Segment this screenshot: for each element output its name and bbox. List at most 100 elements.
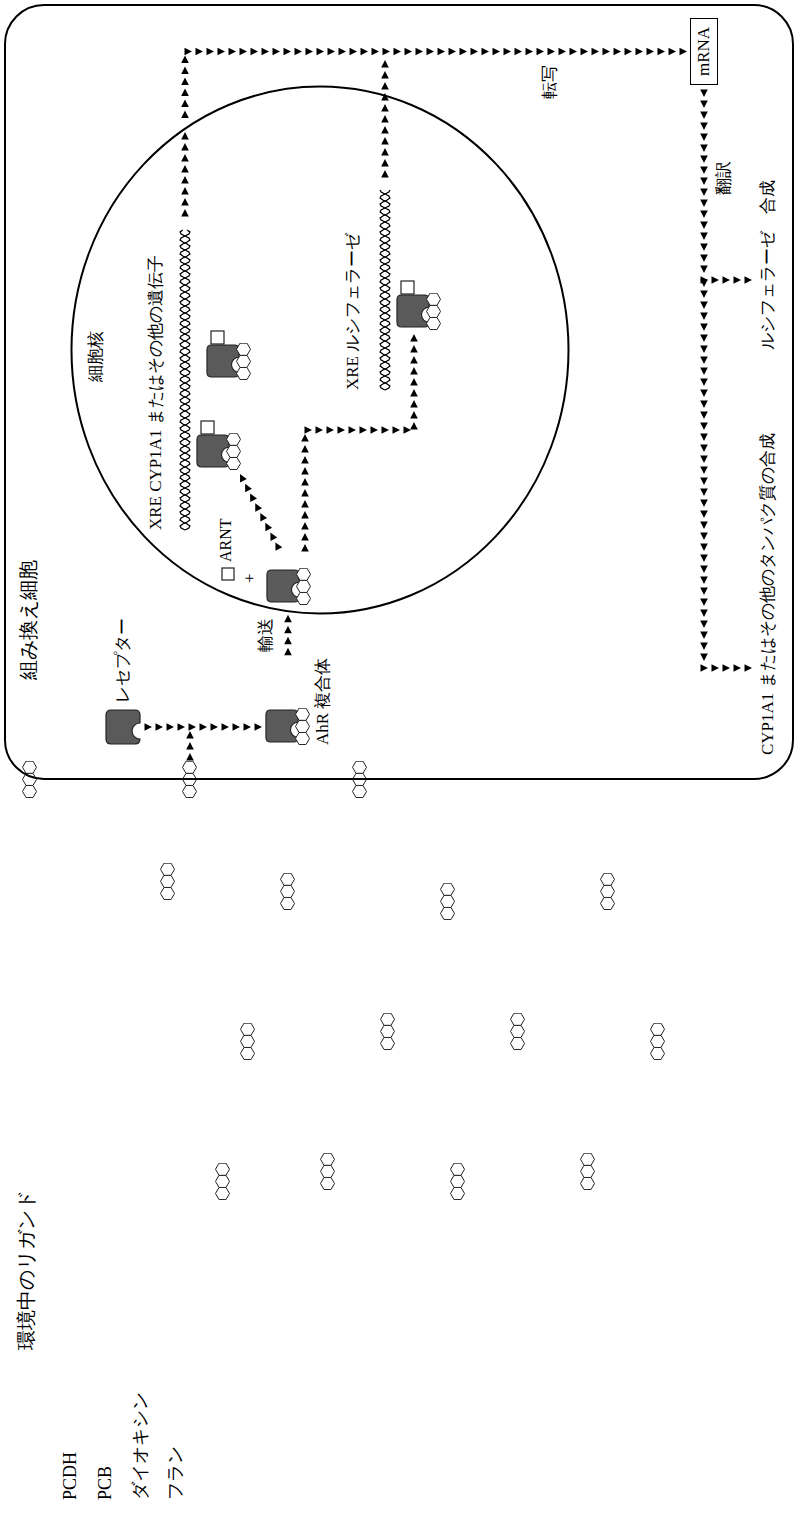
arrow-triangle xyxy=(449,48,457,56)
arrow-triangle xyxy=(700,390,708,398)
arrow-triangle xyxy=(410,367,418,375)
arrow-triangle xyxy=(301,511,309,519)
arrow-triangle xyxy=(700,588,708,596)
arrow-triangle xyxy=(301,434,309,442)
arrow-triangle xyxy=(181,198,189,206)
arrow-triangle xyxy=(700,434,708,442)
arrow-triangle xyxy=(700,467,708,475)
arrow-triangle xyxy=(482,48,490,56)
arrow-triangle xyxy=(603,48,611,56)
ligand-name: ダイオキシン xyxy=(130,1392,152,1500)
arrow-triangle xyxy=(284,648,292,656)
arrow-triangle xyxy=(734,664,742,672)
arrow-triangle xyxy=(260,513,267,521)
arrow-triangle xyxy=(178,723,186,731)
gene-dna xyxy=(180,190,390,530)
arrow-triangle xyxy=(262,48,270,56)
arrow-triangle xyxy=(625,48,633,56)
arrow-triangle xyxy=(381,60,389,68)
arrow-triangle xyxy=(383,48,391,56)
transport-connector xyxy=(284,615,292,656)
arrow-triangle xyxy=(700,189,708,197)
arrow-triangle xyxy=(316,426,324,434)
transport-connector xyxy=(181,48,687,118)
arrow-triangle xyxy=(700,178,708,186)
arrow-triangle xyxy=(559,48,567,56)
arrow-triangle xyxy=(156,723,164,731)
arrow-triangle xyxy=(700,478,708,486)
product-label: ルシフェラーゼ 合成 xyxy=(758,180,778,350)
arrow-triangle xyxy=(360,426,368,434)
nucleus-ellipse xyxy=(72,87,569,614)
arrow-triangle xyxy=(200,723,208,731)
gene-label: XRE CYP1A1 またはその他の遺伝子 xyxy=(146,255,166,530)
receptor-shape xyxy=(106,710,140,744)
receptor-icon xyxy=(105,709,141,745)
ligand-molecule xyxy=(511,1013,525,1049)
arrow-triangle xyxy=(570,48,578,56)
arrow-triangle xyxy=(493,48,501,56)
arrow-triangle xyxy=(181,56,189,64)
arrow-triangle xyxy=(222,723,230,731)
arrow-triangle xyxy=(381,159,389,167)
arrow-triangle xyxy=(181,89,189,97)
arrow-triangle xyxy=(647,48,655,56)
arrow-triangle xyxy=(295,48,303,56)
arrow-triangle xyxy=(284,48,292,56)
arrow-triangle xyxy=(181,100,189,108)
arrow-triangle xyxy=(410,356,418,364)
ligand-molecule xyxy=(216,1163,230,1199)
arrow-chains xyxy=(181,60,752,761)
arrow-triangle xyxy=(700,401,708,409)
cell-title: 組み換え細胞 xyxy=(16,560,40,680)
arrow-triangle xyxy=(381,126,389,134)
arrow-triangle xyxy=(393,426,401,434)
arrow-triangle xyxy=(250,494,257,502)
arrow-triangle xyxy=(471,48,479,56)
arrow-triangle xyxy=(381,104,389,112)
arrow-triangle xyxy=(700,632,708,640)
arrow-triangle xyxy=(700,357,708,365)
arrow-triangle xyxy=(700,211,708,219)
arrow-triangle xyxy=(381,71,389,79)
arrow-triangle xyxy=(700,134,708,142)
arrow-triangle xyxy=(460,48,468,56)
arrow-triangle xyxy=(305,426,313,434)
arrow-triangle xyxy=(427,48,435,56)
step-label: 翻訳 xyxy=(714,161,734,195)
product-label: CYP1A1 またはその他のタンパク質の合成 xyxy=(758,433,778,755)
arrow-triangle xyxy=(700,101,708,109)
ahr-complex-icon xyxy=(267,568,311,604)
arrow-triangle xyxy=(196,48,204,56)
arrow-triangle xyxy=(700,112,708,120)
arrow-triangle xyxy=(537,48,545,56)
arrow-triangle xyxy=(181,165,189,173)
arrow-triangle xyxy=(700,445,708,453)
arrow-triangle xyxy=(404,426,412,434)
arrow-triangle xyxy=(700,489,708,497)
arrow-triangle xyxy=(700,90,708,98)
arrow-triangle xyxy=(301,445,309,453)
arrow-triangle xyxy=(636,48,644,56)
arrow-triangle xyxy=(381,170,389,178)
ligand-molecule xyxy=(381,1013,395,1049)
arrow-triangle xyxy=(301,489,309,497)
arrow-triangle xyxy=(700,346,708,354)
arrow-triangle xyxy=(339,48,347,56)
arrow-triangle xyxy=(410,334,418,342)
arrow-triangle xyxy=(245,484,252,492)
ligand-molecule xyxy=(581,1153,595,1189)
arrow-triangle xyxy=(338,426,346,434)
arrow-triangle xyxy=(381,137,389,145)
dna-strand xyxy=(180,230,190,530)
ahr-arnt-complex xyxy=(397,281,441,330)
arrow-triangle xyxy=(328,48,336,56)
membrane-ligand xyxy=(23,761,37,797)
arrow-triangle xyxy=(240,48,248,56)
receptor: レセプター xyxy=(105,618,141,745)
edge-label: 転写 xyxy=(540,64,560,100)
arrow-triangle xyxy=(700,577,708,585)
arrow-triangle xyxy=(167,723,175,731)
arrow-triangle xyxy=(700,621,708,629)
